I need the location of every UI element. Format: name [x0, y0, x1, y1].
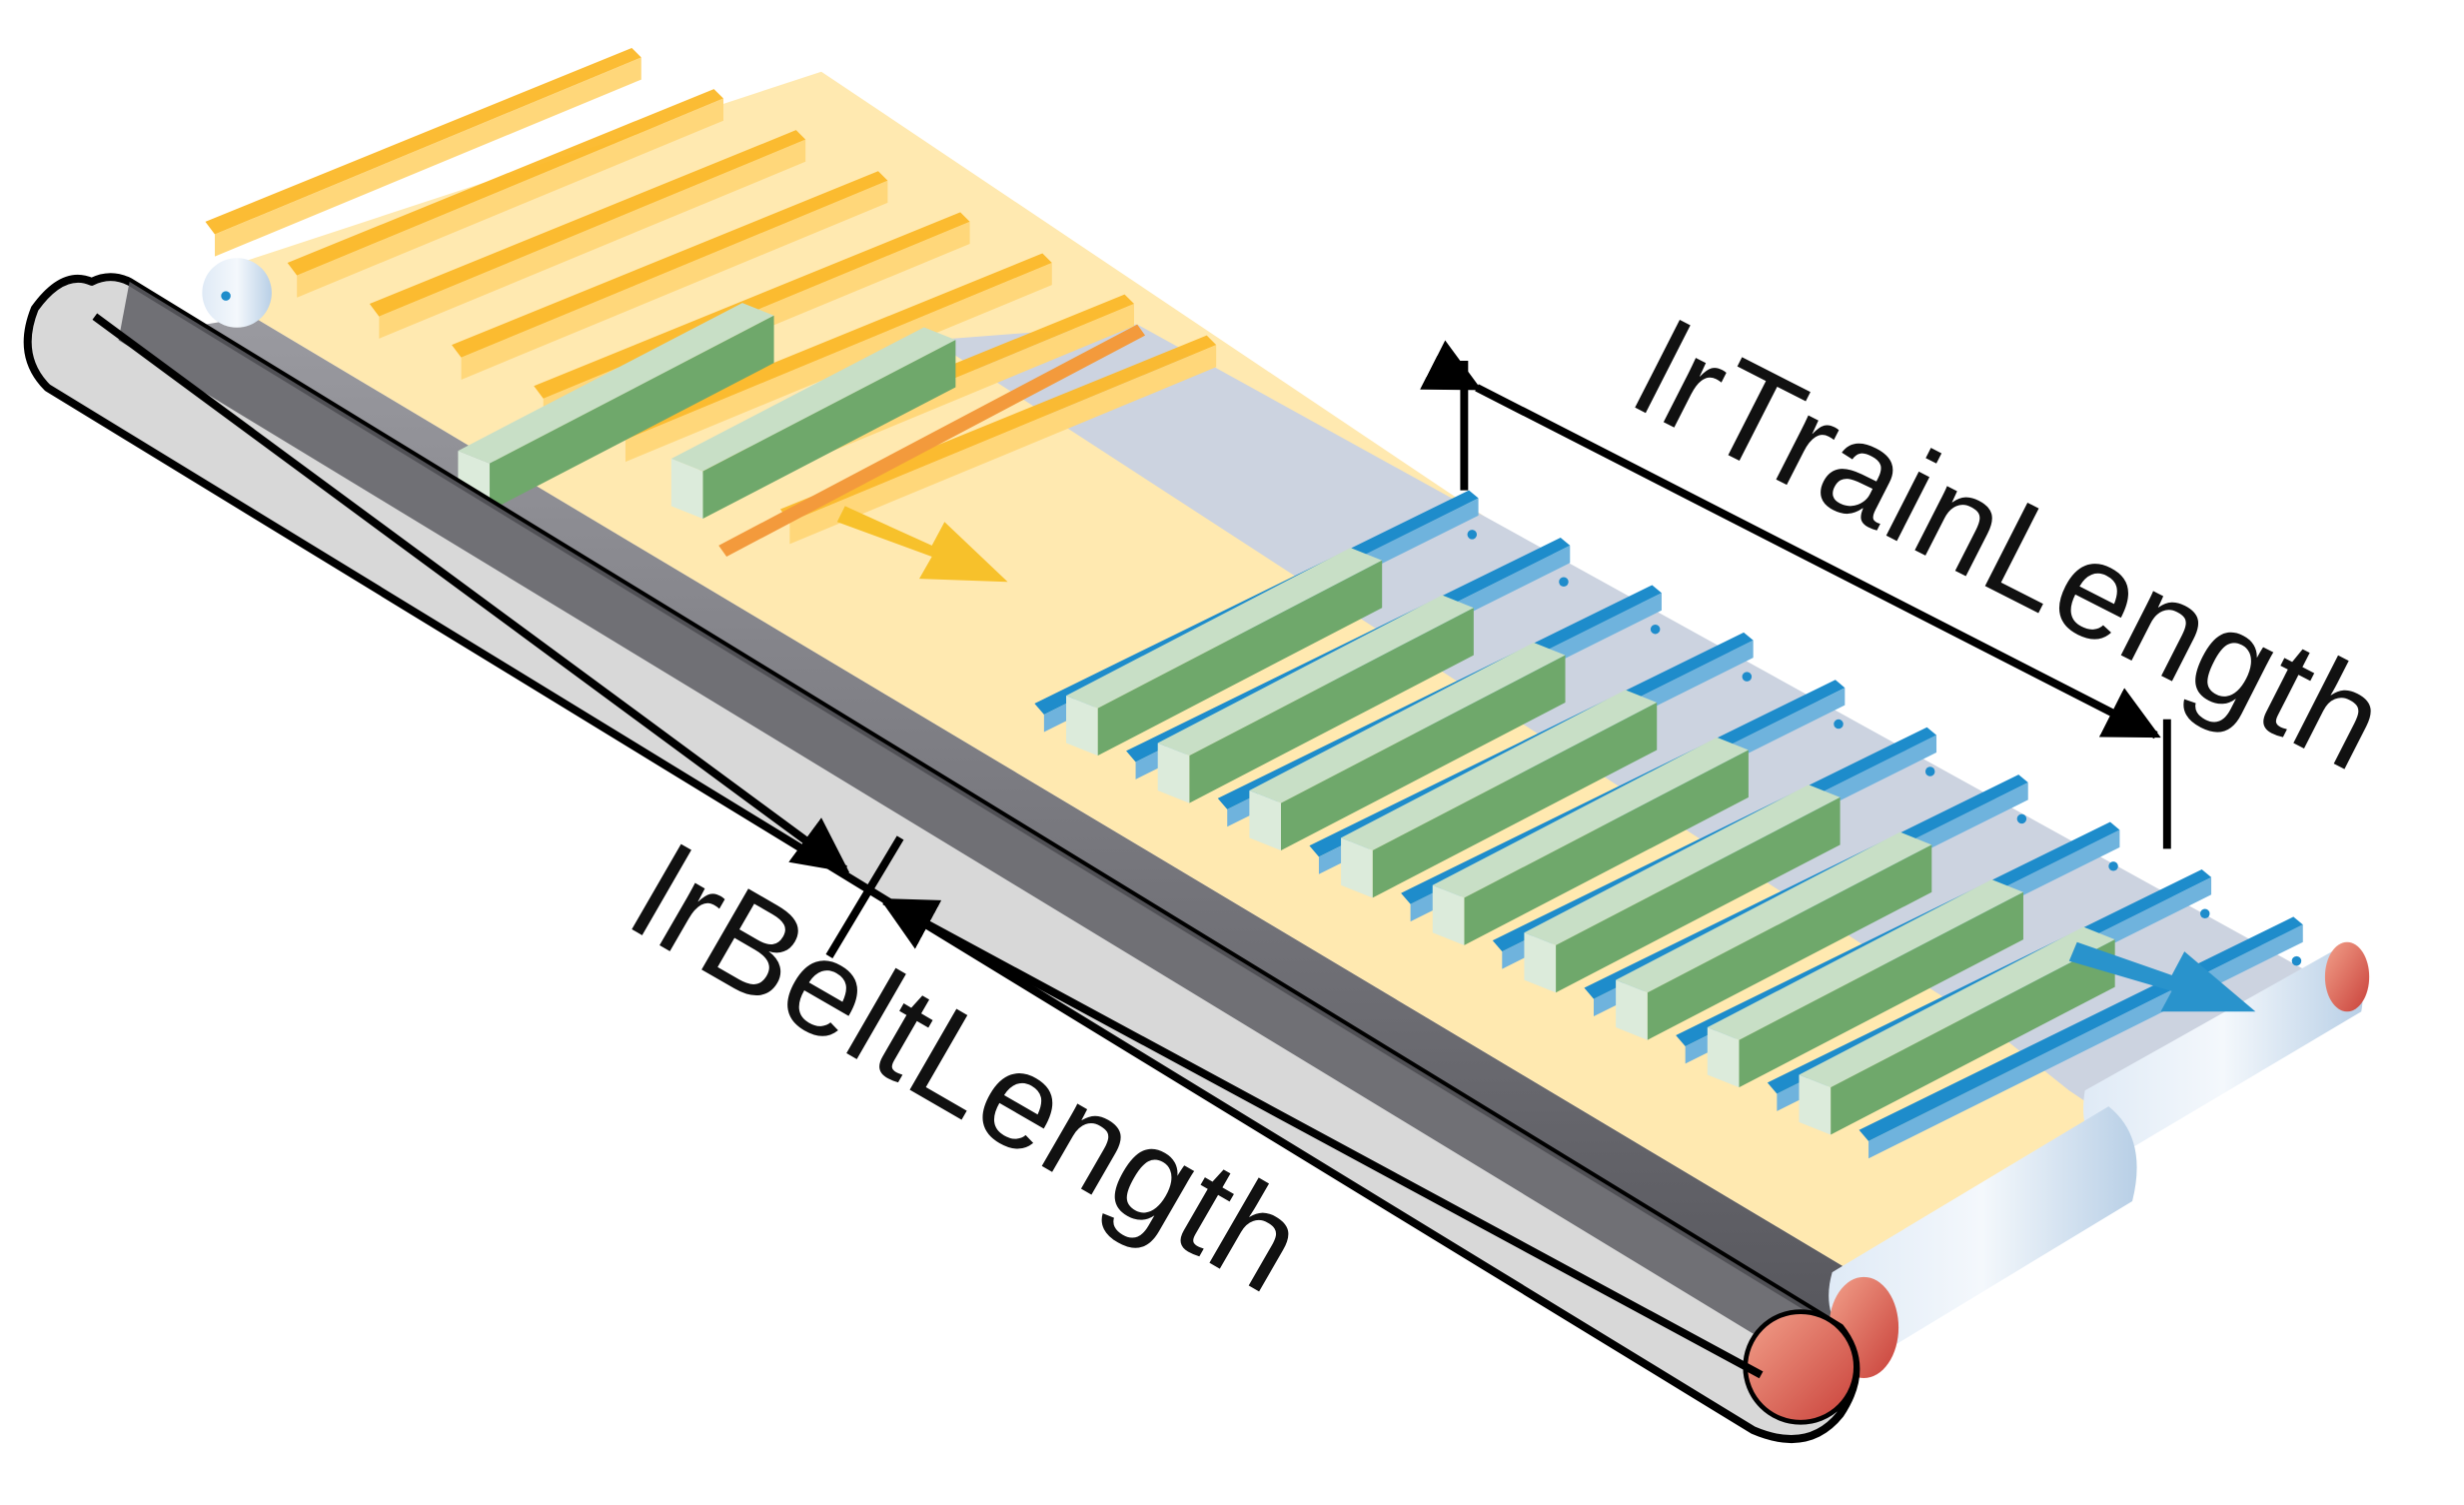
back-end-roller: [202, 258, 272, 328]
back-roller-cap: [221, 291, 231, 301]
product-side: [1189, 608, 1474, 803]
product-side: [1097, 560, 1383, 756]
product-end: [1249, 789, 1282, 851]
product-end: [1157, 743, 1190, 803]
product-side: [490, 315, 774, 512]
product-side: [1739, 891, 2023, 1088]
front-end-roller: [1829, 1106, 2137, 1360]
right-roller-cap: [2324, 941, 2370, 1012]
product-top: [1524, 784, 1841, 945]
flight-hole: [1650, 624, 1661, 635]
flight-hole: [1467, 530, 1478, 540]
belt-length-line-left: [92, 313, 850, 873]
loading-flight-face: [461, 180, 888, 380]
loading-flight-face: [214, 57, 641, 257]
product-top: [1157, 595, 1474, 756]
flight-hole: [1559, 577, 1569, 588]
loading-direction-arrow-icon: [836, 506, 1008, 583]
product-side: [1831, 939, 2115, 1135]
flight-hole: [1742, 672, 1753, 682]
product-top: [1066, 548, 1383, 709]
product-side: [1647, 844, 1932, 1040]
product-end: [670, 458, 703, 520]
flight-hole: [2200, 908, 2210, 918]
product-side: [1372, 703, 1658, 898]
loading-flight: [369, 130, 806, 317]
product-end: [1524, 932, 1557, 993]
loading-flight-face: [624, 262, 1052, 463]
product-end: [1066, 696, 1098, 756]
product-side: [1556, 796, 1841, 993]
loading-flight: [779, 335, 1217, 523]
product-side: [1464, 750, 1749, 945]
product-top: [1799, 926, 2115, 1088]
flight-hole: [2291, 955, 2302, 966]
product-top: [458, 303, 774, 464]
product-end: [1432, 884, 1465, 945]
loading-section-edge: [718, 324, 1146, 557]
outer-belt-shadow: [118, 281, 1841, 1344]
train-length-arrow: [1420, 340, 2161, 740]
loading-flight: [452, 171, 888, 358]
flight-hole: [1924, 766, 1935, 776]
right-end-roller: [2083, 948, 2363, 1162]
loading-flight: [287, 89, 723, 276]
product-end: [1616, 979, 1648, 1040]
loading-flight-face: [379, 139, 806, 339]
outer-belt: [23, 273, 1860, 1443]
outer-belt-red-end: [1743, 1309, 1858, 1425]
product-end: [1707, 1027, 1740, 1088]
product-top: [1707, 879, 2023, 1040]
product-side: [702, 340, 956, 520]
loading-flight-face: [789, 345, 1217, 545]
loading-flight: [616, 253, 1052, 441]
product-top: [1616, 831, 1932, 993]
loading-flight: [205, 47, 641, 235]
product-top: [1432, 737, 1749, 898]
loading-flight: [534, 212, 970, 399]
loading-flight-face: [297, 98, 723, 298]
flight-hole: [2108, 861, 2118, 871]
product-top: [670, 327, 956, 472]
belt-length-tick: [825, 835, 904, 958]
flight-hole: [2016, 813, 2027, 824]
belt-length-line-right: [879, 897, 1764, 1379]
transport-direction-arrow-icon: [2068, 941, 2256, 1012]
product-end: [1341, 837, 1373, 898]
product-end: [1799, 1074, 1832, 1135]
flight-hole: [1834, 719, 1844, 730]
